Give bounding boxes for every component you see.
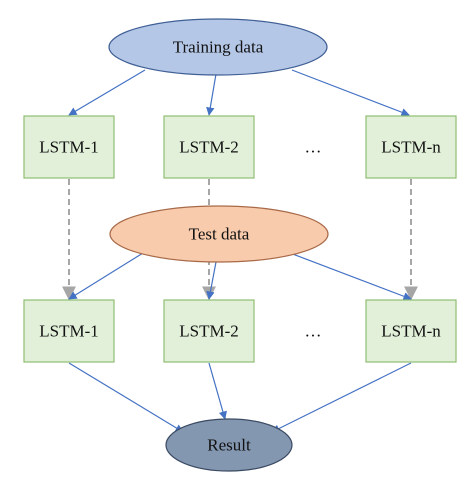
edge-training-to-top-lstm-n bbox=[291, 69, 410, 117]
bottom-lstm-1-box bbox=[23, 299, 115, 363]
top-lstm-1-box bbox=[23, 115, 115, 179]
edge-test-to-bottom-lstm-1 bbox=[68, 252, 144, 300]
top-row-ellipsis: … bbox=[305, 138, 322, 157]
training-data-ellipse bbox=[108, 18, 328, 76]
test-data-ellipse bbox=[109, 205, 329, 263]
edge-test-to-bottom-lstm-n bbox=[289, 252, 412, 301]
edge-test-to-bottom-lstm-2 bbox=[206, 261, 217, 300]
edge-bottom-lstm-n-to-result bbox=[271, 362, 412, 433]
bottom-lstm-2-label: LSTM-2 bbox=[179, 322, 239, 341]
edge-bottom-lstm-2-to-result bbox=[208, 362, 227, 420]
bottom-lstm-1: LSTM-1 bbox=[23, 299, 115, 363]
bottom-lstm-row: LSTM-1 LSTM-2 … LSTM-n bbox=[23, 299, 457, 363]
edge-training-to-top-lstm-1 bbox=[68, 69, 146, 116]
bottom-row-ellipsis: … bbox=[305, 322, 322, 341]
bottom-lstm-n-box bbox=[365, 299, 457, 363]
test-data-label: Test data bbox=[189, 225, 250, 244]
top-lstm-n: LSTM-n bbox=[365, 115, 457, 179]
top-lstm-row: LSTM-1 LSTM-2 … LSTM-n bbox=[23, 115, 457, 179]
bottom-lstm-1-label: LSTM-1 bbox=[39, 322, 99, 341]
edge-training-to-top-lstm-2 bbox=[206, 73, 217, 116]
bottom-lstm-2: LSTM-2 bbox=[163, 299, 255, 363]
top-lstm-n-label: LSTM-n bbox=[381, 138, 441, 157]
top-lstm-n-box bbox=[365, 115, 457, 179]
test-data-node: Test data bbox=[109, 205, 329, 263]
top-lstm-2: LSTM-2 bbox=[163, 115, 255, 179]
top-lstm-2-box bbox=[163, 115, 255, 179]
result-label: Result bbox=[207, 436, 251, 455]
result-node: Result bbox=[165, 418, 293, 472]
bottom-lstm-n: LSTM-n bbox=[365, 299, 457, 363]
bottom-lstm-n-label: LSTM-n bbox=[381, 322, 441, 341]
bottom-lstm-2-box bbox=[163, 299, 255, 363]
top-lstm-1: LSTM-1 bbox=[23, 115, 115, 179]
top-lstm-2-label: LSTM-2 bbox=[179, 138, 239, 157]
training-data-node: Training data bbox=[108, 18, 328, 76]
edge-bottom-lstm-1-to-result bbox=[68, 362, 184, 433]
training-data-label: Training data bbox=[173, 38, 264, 57]
top-lstm-1-label: LSTM-1 bbox=[39, 138, 99, 157]
result-ellipse bbox=[165, 418, 293, 472]
